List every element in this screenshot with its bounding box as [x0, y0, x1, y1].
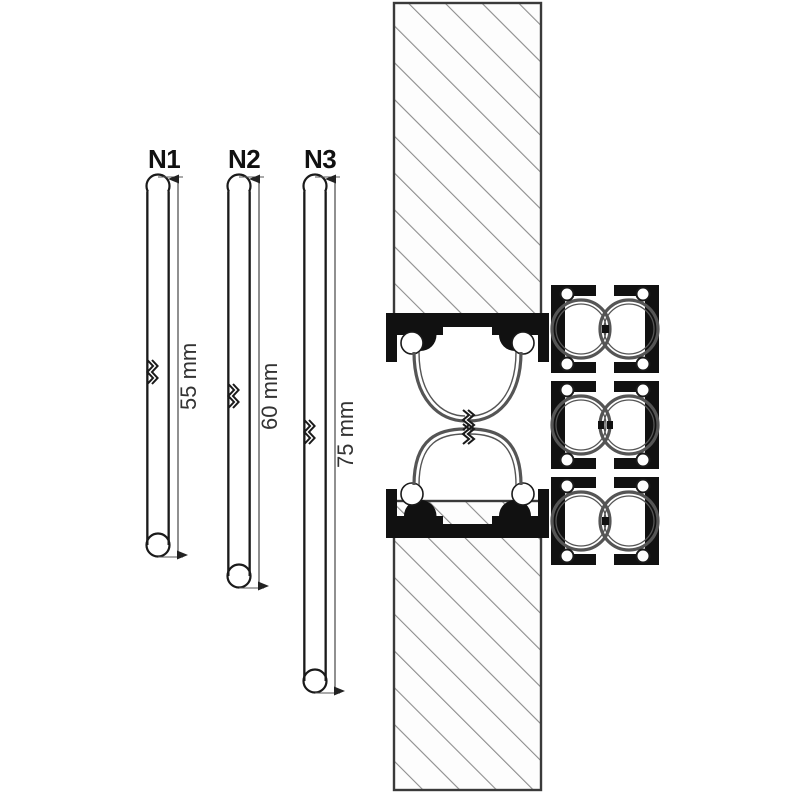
- dimension-N2-text: 60 mm: [257, 363, 282, 430]
- detail1-center-joint: [602, 325, 609, 333]
- detail1-node-br: [635, 356, 651, 372]
- upper-connecting-rods: [412, 351, 523, 423]
- detail2-node-tr: [635, 382, 651, 398]
- lower-rod-arc-right-inner: [469, 433, 517, 486]
- part-N3-foot: [302, 668, 328, 694]
- lower-profile-body: [386, 489, 549, 538]
- part-N2: N2 60 mm: [226, 144, 282, 591]
- junction-break-icon-lower: [461, 423, 476, 445]
- detail2-center-joint-right: [607, 421, 613, 429]
- part-N1: N1 55 mm: [145, 144, 201, 560]
- upper-rod-right: [511, 331, 535, 355]
- lower-rod-left: [400, 482, 424, 506]
- part-N3-label: N3: [304, 144, 336, 174]
- lower-glass-panel: [392, 499, 543, 792]
- detail-view-1: [550, 285, 660, 373]
- detail1-bracket-tl: [551, 285, 596, 345]
- detail2-bracket-tr: [614, 381, 659, 441]
- part-N1-break-icon: [146, 359, 159, 385]
- lower-rod-arc-left-inner: [418, 433, 466, 486]
- part-N1-foot: [145, 532, 171, 558]
- detail1-node-bl: [559, 356, 575, 372]
- detail3-node-bl: [559, 548, 575, 564]
- lower-rod-right: [511, 482, 535, 506]
- lower-connecting-rods: [412, 427, 523, 486]
- lower-rod-arc-left: [412, 427, 466, 486]
- upper-rod-arc-left: [412, 351, 466, 423]
- part-N1-shaft: [146, 191, 170, 557]
- detail-view-2: [550, 381, 660, 469]
- upper-rod-left: [400, 331, 424, 355]
- detail-view-3: [550, 477, 660, 565]
- detail2-node-tl: [559, 382, 575, 398]
- detail2-rod-left-inner: [555, 399, 607, 451]
- upper-profile-web: [386, 313, 549, 324]
- part-N3: N3 75 mm: [302, 144, 358, 696]
- part-N3-break-icon: [303, 419, 316, 445]
- part-N1-label: N1: [148, 144, 180, 174]
- upper-clamp-profile: [386, 313, 549, 362]
- detail3-node-tr: [635, 478, 651, 494]
- lower-clamp-profile: [386, 482, 549, 538]
- detail3-bracket-tr: [614, 477, 659, 537]
- detail1-node-tr: [635, 286, 651, 302]
- part-N2-label: N2: [228, 144, 260, 174]
- detail3-node-br: [635, 548, 651, 564]
- lower-rod-arc-right: [469, 427, 523, 486]
- detail3-node-tl: [559, 478, 575, 494]
- detail3-rod-left: [550, 490, 612, 552]
- detail3-bracket-tl: [551, 477, 596, 537]
- dimension-N3: 75 mm: [315, 174, 358, 696]
- lower-profile-web: [386, 527, 549, 538]
- detail2-bracket-tl: [551, 381, 596, 441]
- section-view: [386, 1, 549, 792]
- part-N2-foot: [226, 563, 252, 589]
- upper-glass-panel: [392, 1, 543, 321]
- dimension-N3-text: 75 mm: [333, 401, 358, 468]
- detail2-node-bl: [559, 452, 575, 468]
- part-N2-break-icon: [227, 383, 240, 409]
- detail3-rod-right: [598, 490, 660, 552]
- detail1-rod-right: [598, 298, 660, 360]
- detail3-center-joint: [602, 517, 609, 525]
- dimension-N2: 60 mm: [239, 174, 282, 591]
- detail1-rod-left: [550, 298, 612, 360]
- upper-rod-arc-right: [469, 351, 523, 423]
- dimension-N1: 55 mm: [158, 174, 201, 560]
- upper-profile-body: [386, 313, 549, 362]
- upper-rod-arc-left-inner: [418, 351, 466, 417]
- upper-rod-arc-right-inner: [469, 351, 517, 417]
- detail1-bracket-tr: [614, 285, 659, 345]
- dimension-N1-text: 55 mm: [176, 343, 201, 410]
- detail2-node-br: [635, 452, 651, 468]
- detail1-node-tl: [559, 286, 575, 302]
- part-N2-body: [226, 173, 252, 589]
- detail2-center-joint-left: [598, 421, 604, 429]
